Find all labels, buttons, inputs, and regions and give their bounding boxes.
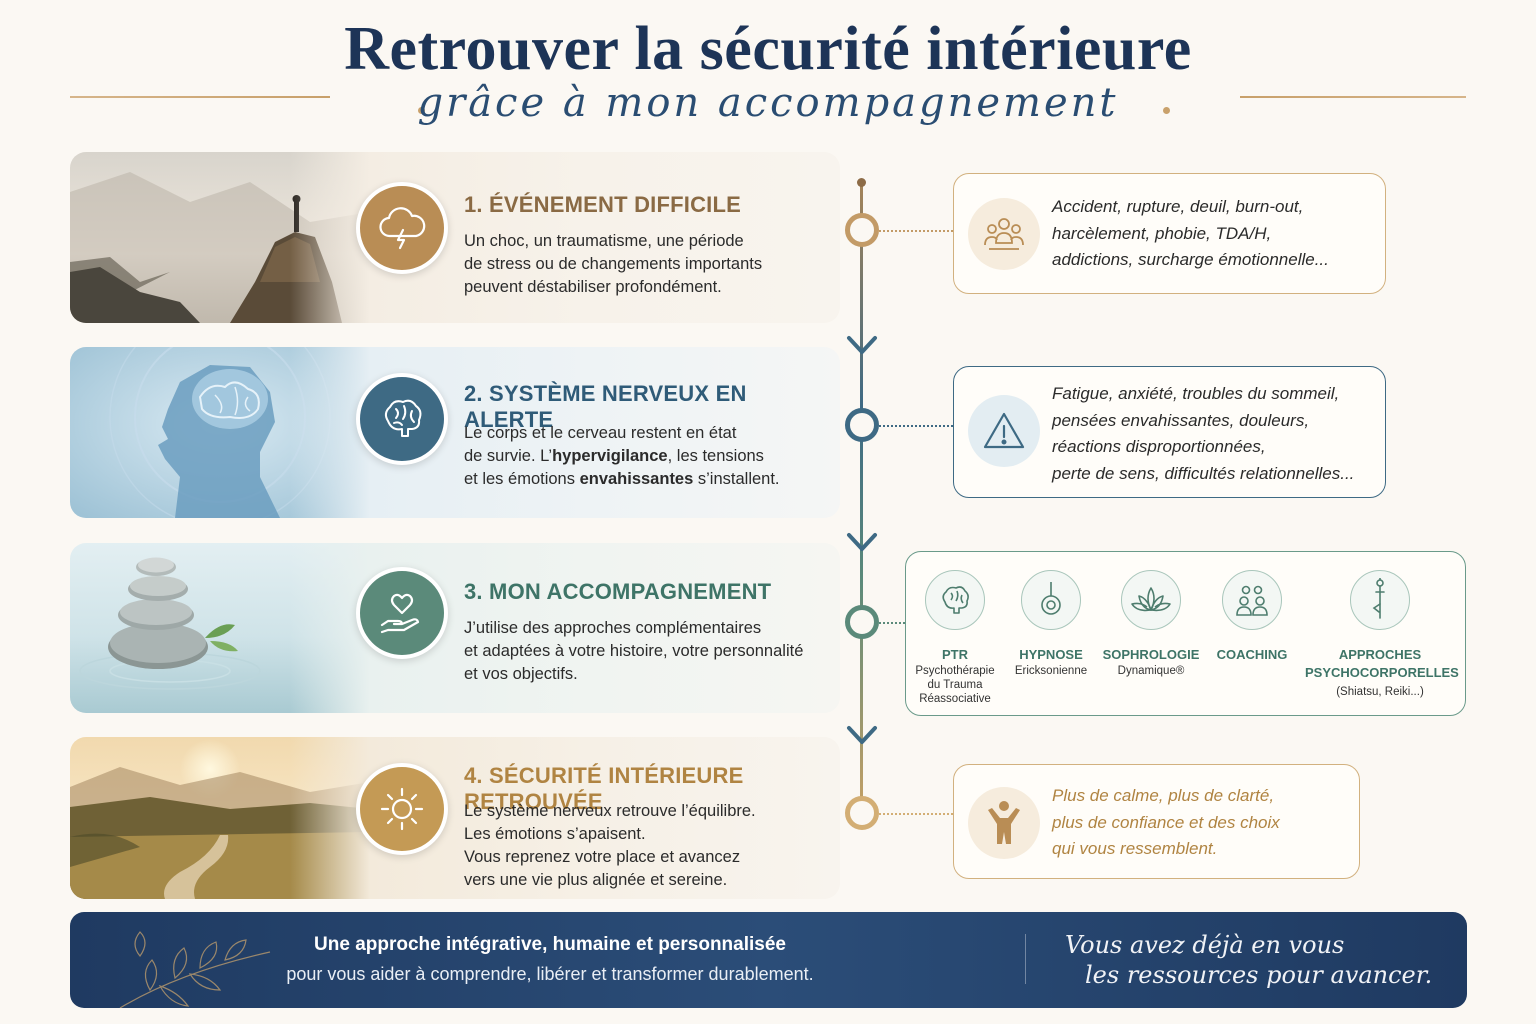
timeline-node-3 xyxy=(845,605,879,639)
arrow-down-icon xyxy=(847,336,877,354)
heart-hand-icon xyxy=(356,567,448,659)
person-joy-icon xyxy=(968,787,1040,859)
timeline-node-2 xyxy=(845,408,879,442)
method-coaching: COACHING xyxy=(1197,570,1307,664)
divider-right xyxy=(1240,96,1466,98)
step-title-1: 1. ÉVÉNEMENT DIFFICILE xyxy=(464,192,741,217)
footer-headline: Une approche intégrative, humaine et per… xyxy=(314,934,786,955)
timeline-line xyxy=(860,182,863,822)
page-subtitle: grâce à mon accompagnement xyxy=(417,80,1119,126)
step-text-4: Le système nerveux retrouve l’équilibre.… xyxy=(464,802,756,889)
page-title: Retrouver la sécurité intérieure xyxy=(344,15,1192,83)
step-title-4: 4. SÉCURITÉ INTÉRIEURE RETROUVÉE xyxy=(464,763,744,814)
footer-subline: pour vous aider à comprendre, libérer et… xyxy=(286,964,814,984)
step-text-1: Un choc, un traumatisme, une période de … xyxy=(464,232,763,296)
divider-dot-right xyxy=(1163,107,1170,114)
yoga-icon xyxy=(1350,570,1410,630)
arrow-down-icon xyxy=(847,533,877,551)
brain-icon xyxy=(925,570,985,630)
storm-cloud-icon xyxy=(356,182,448,274)
header: Retrouver la sécurité intérieure grâce à… xyxy=(0,0,1536,150)
connector-4 xyxy=(879,813,953,815)
footer-divider xyxy=(1025,934,1026,984)
arrow-down-icon xyxy=(847,726,877,744)
connector-1 xyxy=(879,230,953,232)
timeline-node-1 xyxy=(845,213,879,247)
divider-dot-left xyxy=(418,107,425,114)
brain-icon xyxy=(356,373,448,465)
method-sophrologie: SOPHROLOGIE Dynamique® xyxy=(1096,570,1206,678)
info-box-events: Accident, rupture, deuil, burn-out, harc… xyxy=(953,173,1386,294)
footer-banner: Une approche intégrative, humaine et per… xyxy=(70,912,1467,1008)
info-text-events: Accident, rupture, deuil, burn-out, harc… xyxy=(1052,197,1329,269)
info-box-symptoms: Fatigue, anxiété, troubles du sommeil, p… xyxy=(953,366,1386,498)
people-icon xyxy=(1222,570,1282,630)
info-text-results: Plus de calme, plus de clarté, plus de c… xyxy=(1052,786,1280,858)
warning-icon xyxy=(968,395,1040,467)
divider-left xyxy=(70,96,330,98)
group-icon xyxy=(968,198,1040,270)
step-card-1: 1. ÉVÉNEMENT DIFFICILE Un choc, un traum… xyxy=(70,152,840,323)
connector-2 xyxy=(879,425,953,427)
step-card-2: 2. SYSTÈME NERVEUX EN ALERTE Le corps et… xyxy=(70,347,840,518)
timeline-start-dot xyxy=(857,178,866,187)
info-text-symptoms: Fatigue, anxiété, troubles du sommeil, p… xyxy=(1052,384,1355,483)
method-ptr: PTR Psychothérapie du Trauma Réassociati… xyxy=(900,570,1010,706)
pendulum-icon xyxy=(1021,570,1081,630)
method-hypnose: HYPNOSE Ericksonienne xyxy=(996,570,1106,678)
footer-quote: Vous avez déjà en vous les ressources po… xyxy=(1065,931,1433,989)
step-card-4: 4. SÉCURITÉ INTÉRIEURE RETROUVÉE Le syst… xyxy=(70,737,840,899)
connector-3 xyxy=(879,622,905,624)
lotus-icon xyxy=(1121,570,1181,630)
method-psychocorporelles: APPROCHES PSYCHOCORPORELLES (Shiatsu, Re… xyxy=(1305,570,1459,699)
methods-box: PTR Psychothérapie du Trauma Réassociati… xyxy=(905,551,1466,716)
leaf-branch-icon xyxy=(119,931,271,1008)
step-text-3: J’utilise des approches complémentaires … xyxy=(464,619,804,683)
step-title-3: 3. MON ACCOMPAGNEMENT xyxy=(464,579,772,604)
step-title-2: 2. SYSTÈME NERVEUX EN ALERTE xyxy=(464,381,747,432)
sun-icon xyxy=(356,763,448,855)
step-text-2: Le corps et le cerveau restent en état d… xyxy=(464,424,780,488)
timeline-node-4 xyxy=(845,796,879,830)
step-card-3: 3. MON ACCOMPAGNEMENT J’utilise des appr… xyxy=(70,543,840,713)
info-box-results: Plus de calme, plus de clarté, plus de c… xyxy=(953,764,1360,879)
